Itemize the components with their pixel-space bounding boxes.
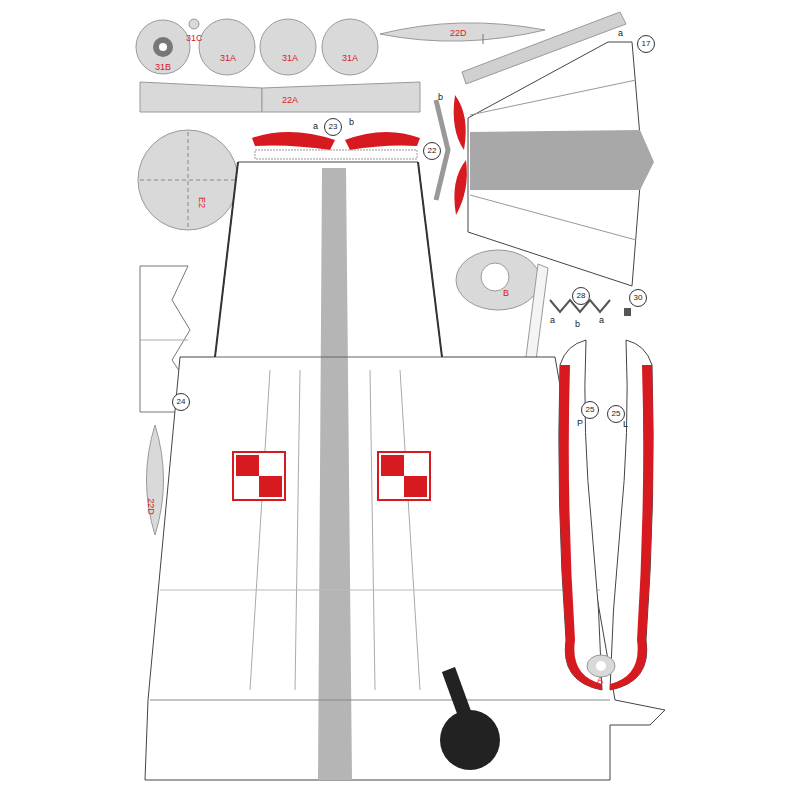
part-label: 31A <box>282 54 298 63</box>
part-label: a <box>550 316 555 325</box>
grey-band <box>470 130 654 190</box>
band-part <box>262 82 420 112</box>
part-label: b <box>349 118 354 127</box>
part-label: 22D <box>146 498 155 515</box>
part-label: B <box>503 289 509 298</box>
panel-line <box>400 370 420 690</box>
callout-number: 28 <box>572 287 590 305</box>
panel-line <box>470 80 636 115</box>
panel-line <box>160 590 600 591</box>
fold-line <box>140 180 236 181</box>
disc-hole <box>159 43 167 51</box>
disc-part <box>260 19 316 75</box>
former-hole <box>481 263 509 291</box>
insignia <box>233 452 285 500</box>
red-tip <box>252 132 335 150</box>
slot-line <box>483 34 484 44</box>
part-label: 31C <box>186 34 203 43</box>
panel-line <box>215 357 442 358</box>
part-label: b <box>438 93 443 102</box>
part-label: a <box>313 122 318 131</box>
red-tip <box>345 132 420 150</box>
red-tip <box>454 160 467 215</box>
grey-band <box>318 168 352 780</box>
wing-part <box>145 162 665 780</box>
part-label: a <box>599 316 604 325</box>
part-label: 22A <box>282 96 298 105</box>
callout-number: 25 <box>607 405 625 423</box>
disc-part <box>136 20 190 74</box>
insignia <box>381 455 404 476</box>
disc-ring <box>153 37 173 57</box>
part-label: L <box>623 420 628 429</box>
tab-strip <box>255 150 417 159</box>
panel-line <box>150 700 610 701</box>
callout-number: 17 <box>637 35 655 53</box>
fuselage-half <box>559 340 602 690</box>
panel-line <box>370 370 375 690</box>
part-label: a <box>618 29 623 38</box>
part-label: A <box>597 676 603 685</box>
callout-number: 30 <box>629 289 647 307</box>
wheel <box>440 710 500 770</box>
callout-number: 22 <box>423 142 441 160</box>
small-part <box>624 308 631 316</box>
panel-line <box>470 195 636 240</box>
panel-line <box>295 370 300 690</box>
callout-number: 23 <box>324 118 342 136</box>
former-hole <box>596 661 606 671</box>
insignia <box>236 455 259 476</box>
disc-part <box>199 19 255 75</box>
part-label: b <box>575 320 580 329</box>
part-label: P <box>577 419 583 428</box>
red-tip <box>454 95 466 150</box>
former-part <box>456 250 540 310</box>
panel-line <box>250 370 270 690</box>
disc-part <box>189 19 199 29</box>
callout-number: 24 <box>172 393 190 411</box>
insignia <box>259 476 282 497</box>
red-stripe <box>559 365 602 690</box>
part-label: 22D <box>450 29 467 38</box>
fold-line <box>140 340 188 341</box>
callout-number: 25 <box>581 401 599 419</box>
disc-part <box>138 130 238 230</box>
disc-part <box>322 19 378 75</box>
insignia <box>404 476 427 497</box>
band-part <box>140 82 262 112</box>
panel-line <box>215 162 238 357</box>
lens-part <box>380 23 545 41</box>
former-part <box>587 655 615 677</box>
part-label: 31B <box>155 63 171 72</box>
part-label: 31A <box>220 54 236 63</box>
part-label: E2 <box>197 197 206 208</box>
lens-part <box>147 425 164 535</box>
fuselage-half <box>610 340 653 690</box>
fold-line <box>188 132 189 228</box>
insignia <box>378 452 430 500</box>
part-label: 31A <box>342 54 358 63</box>
panel-line <box>418 162 442 357</box>
